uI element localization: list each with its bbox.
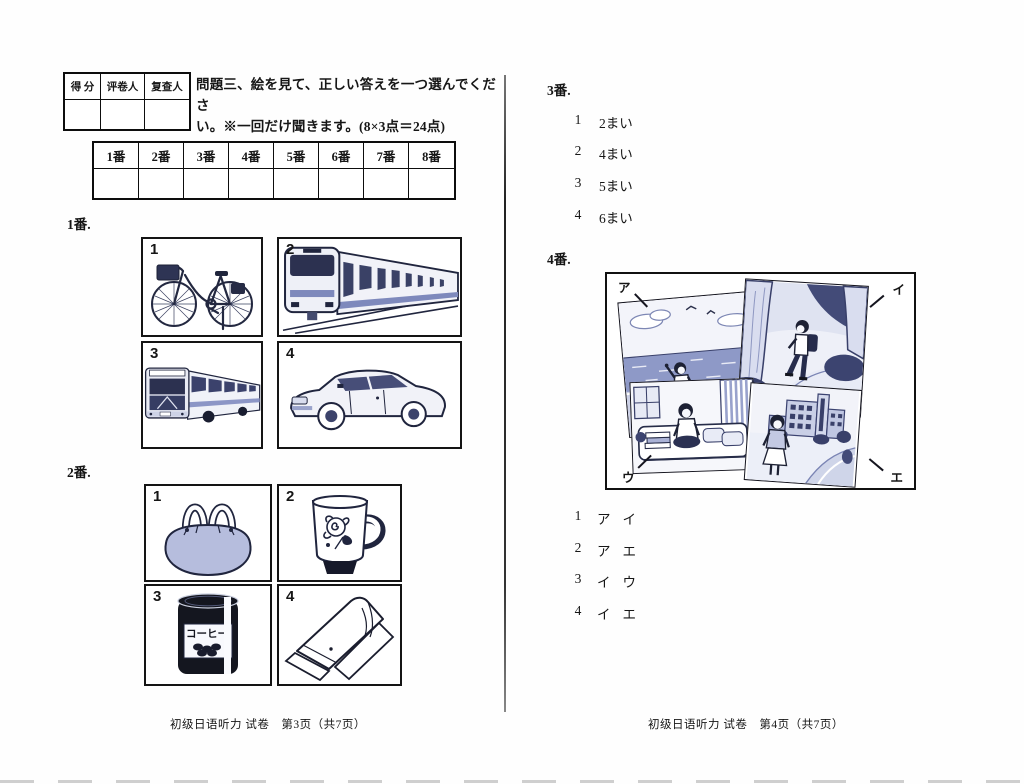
score-table-header-score: 得 分 (65, 74, 101, 100)
photo-d-town (743, 382, 863, 488)
score-table-header-checker: 复查人 (145, 74, 189, 100)
q1-choice2-box: 2 (277, 237, 462, 337)
scan-bottom-edge (0, 780, 1024, 783)
answer-grid-cell (409, 169, 454, 198)
option-kana: イ (597, 575, 611, 590)
option-number: 2 (574, 540, 582, 555)
question4-label: 4番. (547, 252, 571, 267)
option-number: 4 (574, 603, 582, 618)
q4-option-1: 1 ア イ (571, 508, 636, 528)
choice-number: 2 (286, 241, 295, 258)
q3-option-1: 1 2まい (571, 112, 633, 132)
q3-option-2: 2 4まい (571, 143, 633, 163)
answer-grid-cell (184, 169, 229, 198)
q3-option-4: 4 6まい (571, 207, 633, 227)
score-table: 得 分 评卷人 复查人 (63, 72, 191, 131)
option-kana: イ (622, 512, 637, 527)
choice-number: 3 (150, 345, 159, 362)
q4-option-4: 4 イ エ (571, 603, 636, 623)
option-number: 4 (574, 207, 582, 222)
photo-label-d: エ (890, 471, 903, 485)
option-kana: エ (622, 544, 637, 559)
answer-grid-header: 6番 (319, 143, 364, 169)
q2-choice4-box: 4 (277, 584, 402, 686)
choice-number: 1 (153, 488, 162, 505)
score-table-header-grader: 评卷人 (101, 74, 145, 100)
coffee-jar-illustration: コーヒー (177, 593, 239, 674)
towel-illustration (284, 596, 395, 682)
question3-instructions: 問題三、絵を見て、正しい答えを一つ選んでくださ い。※一回だけ聞きます。(8×3… (196, 74, 501, 137)
choice-number: 3 (153, 588, 162, 605)
option-text: 6まい (599, 211, 633, 226)
answer-grid-header: 4番 (229, 143, 274, 169)
answer-grid-cell (229, 169, 274, 198)
choice-number: 2 (286, 488, 295, 505)
answer-grid-cell (94, 169, 139, 198)
label-b-leader-line (869, 295, 885, 308)
answer-grid-cell (274, 169, 319, 198)
answer-grid-header: 2番 (139, 143, 184, 169)
bicycle-illustration (151, 264, 253, 331)
instructions-line2: い。※一回だけ聞きます。(8×3点＝24点) (196, 119, 446, 134)
label-d-leader-line (868, 458, 884, 472)
option-text: 2まい (599, 116, 633, 131)
car-illustration (290, 369, 446, 431)
option-number: 3 (574, 571, 582, 586)
answer-grid: 1番 2番 3番 4番 5番 6番 7番 8番 (92, 141, 456, 200)
choice-number: 4 (286, 588, 295, 605)
mug-illustration (311, 495, 386, 574)
option-text: 4まい (599, 147, 633, 162)
option-kana: ウ (622, 575, 637, 590)
q4-option-3: 3 イ ウ (571, 571, 636, 591)
room-scene-illustration (630, 378, 756, 473)
option-number: 2 (574, 143, 582, 158)
q1-choice3-box: 3 (141, 341, 263, 449)
choice-number: 4 (286, 345, 295, 362)
town-scene-illustration (746, 383, 860, 487)
q1-choice1-box: 1 (141, 237, 263, 337)
q2-choice3-box: 3 コーヒー (144, 584, 272, 686)
q1-choice4-box: 4 (277, 341, 462, 449)
option-number: 1 (574, 508, 582, 523)
photo-label-b: イ (892, 283, 905, 297)
answer-grid-header: 5番 (274, 143, 319, 169)
option-kana: エ (622, 607, 637, 622)
choice-number: 1 (150, 241, 159, 258)
option-number: 1 (574, 112, 582, 127)
right-page-footer: 初级日语听力 试卷 第4页（共7页） (648, 719, 844, 731)
q3-option-3: 3 5まい (571, 175, 633, 195)
q4-photo-frame: ア イ ウ エ (605, 272, 916, 490)
answer-grid-cell (319, 169, 364, 198)
score-table-cell (145, 100, 189, 129)
option-text: 5まい (599, 179, 633, 194)
instructions-line1: 問題三、絵を見て、正しい答えを一つ選んでくださ (196, 77, 497, 113)
photo-label-c: ウ (622, 471, 635, 485)
q2-choice1-box: 1 (144, 484, 272, 582)
question1-label: 1番. (67, 217, 91, 232)
score-table-cell (65, 100, 101, 129)
photo-c-room (629, 377, 757, 475)
photo-label-a: ア (618, 281, 631, 295)
page-divider-line (504, 75, 506, 712)
question3-label: 3番. (547, 83, 571, 98)
score-table-cell (101, 100, 145, 129)
answer-grid-cell (364, 169, 409, 198)
answer-grid-header: 1番 (94, 143, 139, 169)
handbag-illustration (164, 503, 252, 577)
answer-grid-header: 8番 (409, 143, 454, 169)
q2-choice2-box: 2 (277, 484, 402, 582)
option-kana: ア (597, 544, 611, 559)
coffee-jar-label-text: コーヒー (186, 628, 228, 640)
answer-grid-header: 7番 (364, 143, 409, 169)
option-number: 3 (574, 175, 582, 190)
q4-option-2: 2 ア エ (571, 540, 636, 560)
left-page-footer: 初级日语听力 试卷 第3页（共7页） (170, 719, 366, 731)
train-illustration (282, 246, 459, 335)
answer-grid-header: 3番 (184, 143, 229, 169)
bus-illustration (144, 367, 261, 423)
option-kana: ア (597, 512, 611, 527)
answer-grid-cell (139, 169, 184, 198)
question2-label: 2番. (67, 465, 91, 480)
option-kana: イ (597, 607, 611, 622)
